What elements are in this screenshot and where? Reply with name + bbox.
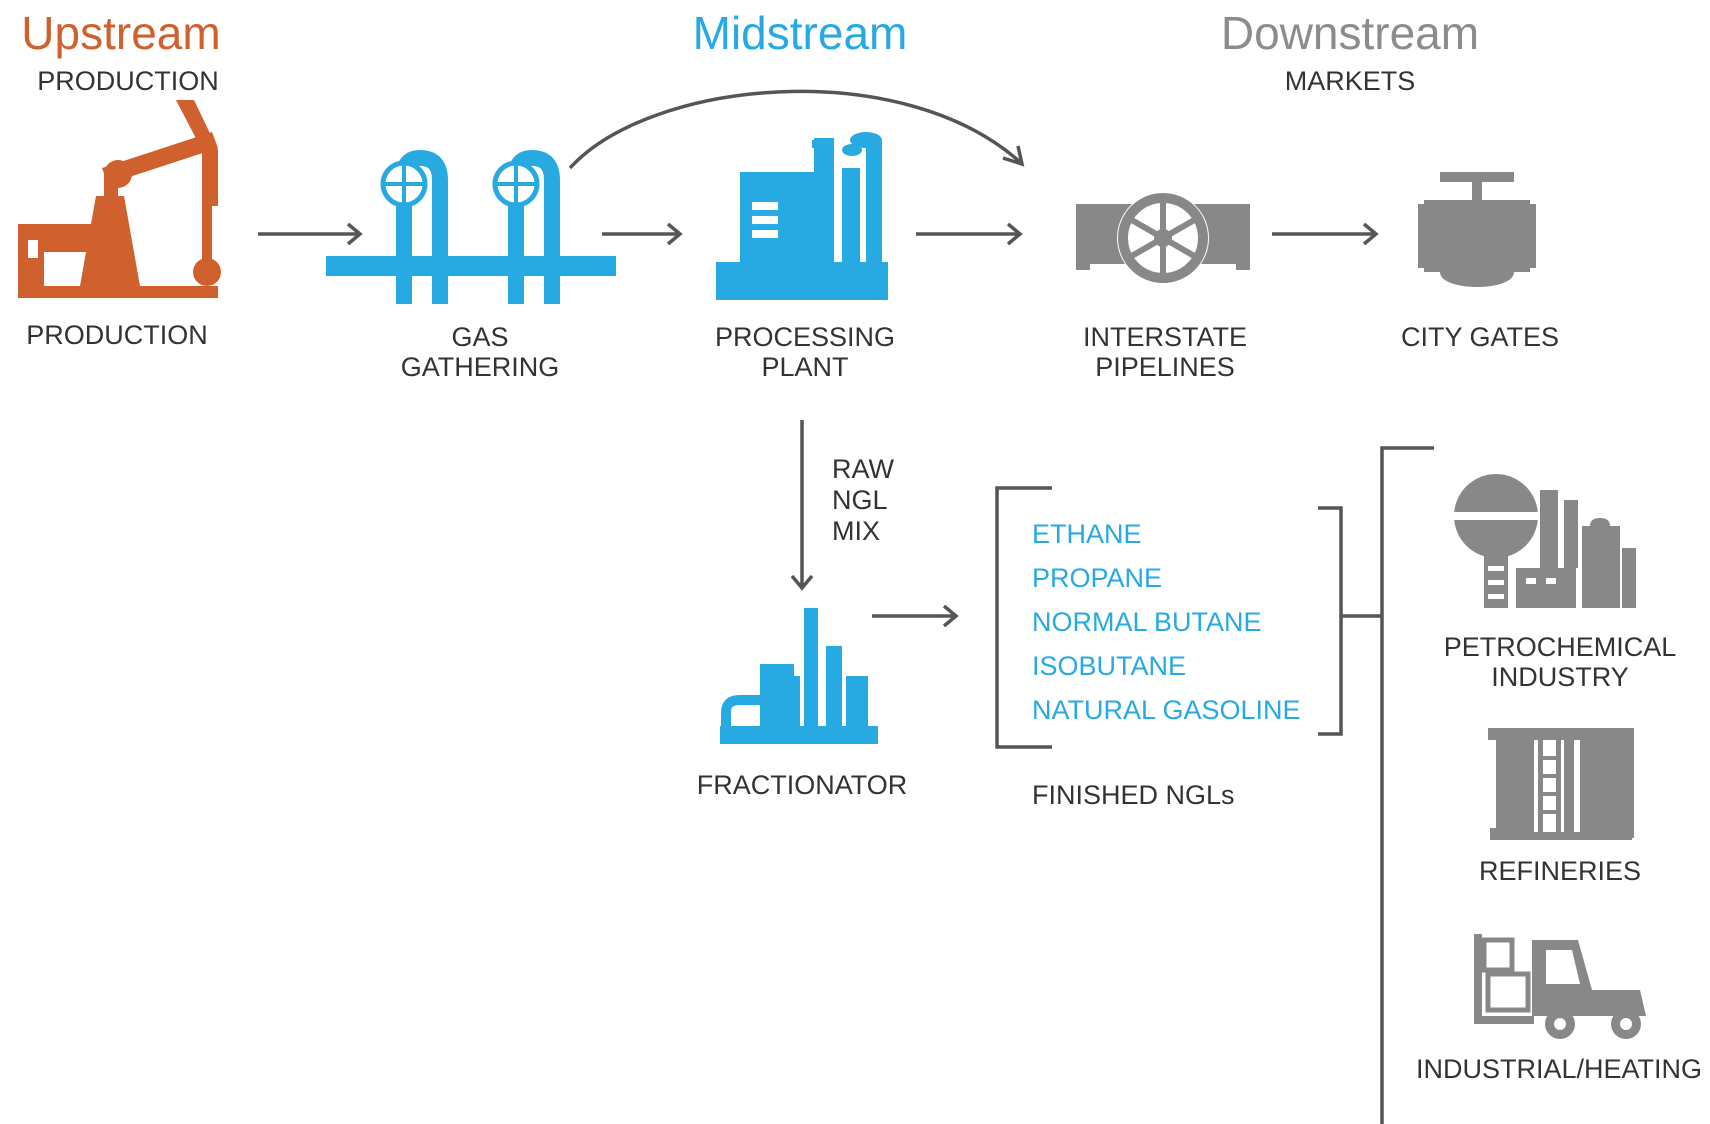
gas-gathering-label-line1: GAS: [451, 322, 509, 352]
refinery-icon: [1488, 728, 1634, 840]
ngl-right-bracket: [1318, 506, 1343, 736]
petrochemical-plant-icon: [1452, 474, 1636, 608]
processing-plant-label-line2: PLANT: [761, 352, 849, 382]
upstream-header: Upstream: [21, 7, 221, 59]
raw-ngl-mix-line3: MIX: [832, 516, 881, 546]
gate-valve-icon: [1418, 172, 1536, 287]
refineries-label: REFINERIES: [1478, 856, 1642, 886]
fractionator-label: FRACTIONATOR: [696, 770, 908, 800]
processing-plant-icon: [716, 132, 888, 300]
flow-arrow-production-to-gathering: [258, 222, 363, 246]
interstate-pipelines-label-line2: PIPELINES: [1095, 352, 1235, 382]
pipeline-valve-icon: [1076, 192, 1250, 284]
flow-arrow-fractionator-to-ngls: [872, 604, 959, 628]
petrochemical-label-line1: PETROCHEMICAL: [1443, 632, 1677, 662]
upstream-subheader: PRODUCTION: [37, 66, 219, 96]
city-gates-label: CITY GATES: [1400, 322, 1560, 352]
flow-arrow-pipelines-to-city-gates: [1272, 222, 1379, 246]
pumpjack-icon: [18, 100, 221, 298]
ngl-item-normal-butane: NORMAL BUTANE: [1032, 607, 1262, 637]
fractionator-icon: [720, 608, 878, 744]
flow-arrow-gathering-to-pipelines-bypass: [568, 89, 1025, 170]
petrochemical-label-line2: INDUSTRY: [1491, 662, 1629, 692]
ngl-item-ethane: ETHANE: [1032, 519, 1142, 549]
markets-bracket: [1380, 446, 1434, 1124]
flow-arrow-plant-to-pipelines: [916, 222, 1023, 246]
ngl-item-propane: PROPANE: [1032, 563, 1163, 593]
interstate-pipelines-label-line1: INTERSTATE: [1082, 322, 1247, 352]
forklift-icon: [1474, 934, 1646, 1039]
raw-ngl-mix-line1: RAW: [832, 454, 894, 484]
midstream-header: Midstream: [692, 7, 908, 59]
flow-arrow-gathering-to-plant: [602, 222, 683, 246]
flow-arrow-plant-to-fractionator: [790, 420, 814, 591]
gathering-pipes-icon: [326, 149, 616, 304]
gas-gathering-label-line2: GATHERING: [400, 352, 560, 382]
production-label: PRODUCTION: [26, 320, 208, 350]
ngl-left-bracket: [995, 486, 1052, 749]
ngl-item-natural-gasoline: NATURAL GASOLINE: [1032, 695, 1301, 725]
downstream-subheader: MARKETS: [1284, 66, 1416, 96]
industrial-heating-label: INDUSTRIAL/HEATING: [1415, 1054, 1703, 1084]
finished-ngls-caption: FINISHED NGLs: [1032, 780, 1235, 810]
processing-plant-label-line1: PROCESSING: [714, 322, 896, 352]
ngl-item-isobutane: ISOBUTANE: [1032, 651, 1187, 681]
downstream-header: Downstream: [1220, 7, 1480, 59]
raw-ngl-mix-line2: NGL: [832, 485, 888, 515]
